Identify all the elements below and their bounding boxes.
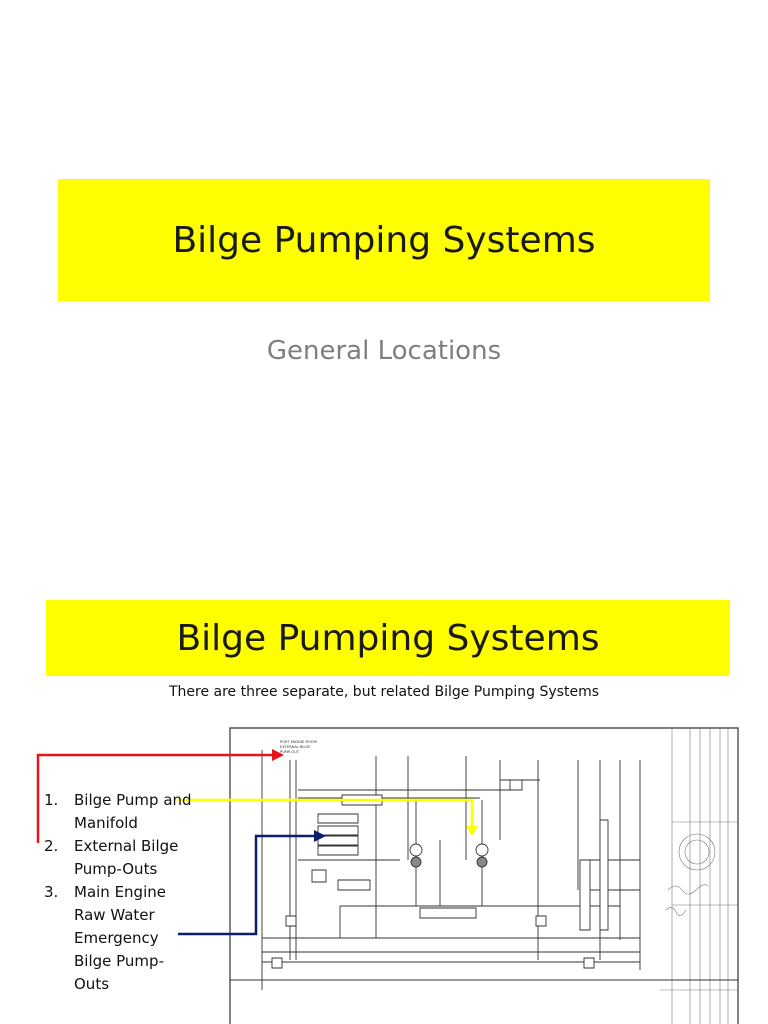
content-slide: Bilge Pumping Systems There are three se…	[0, 560, 768, 1024]
drawing-border	[230, 728, 738, 1024]
list-item: 1. Bilge Pump and Manifold	[44, 789, 194, 835]
svg-text:PUMP-OUT: PUMP-OUT	[280, 750, 300, 754]
list-label: Bilge Pump and Manifold	[74, 791, 192, 832]
drawing-fine-text: PORT ENGINE ROOM EXTERNAL BILGE PUMP-OUT	[280, 740, 317, 754]
title-slide: Bilge Pumping Systems General Locations	[58, 179, 710, 366]
list-number: 2.	[44, 837, 59, 855]
bilge-systems-list: 1. Bilge Pump and Manifold 2. External B…	[44, 789, 194, 996]
list-item: 3. Main Engine Raw Water Emergency Bilge…	[44, 881, 194, 996]
slide-subtitle: General Locations	[266, 336, 502, 366]
slide-caption: There are three separate, but related Bi…	[168, 684, 600, 700]
slide-title: Bilge Pumping Systems	[172, 219, 596, 261]
bilge-schematic-drawing: PORT ENGINE ROOM EXTERNAL BILGE PUMP-OUT	[0, 560, 768, 1024]
drawing-title-block	[660, 728, 738, 1024]
list-number: 3.	[44, 883, 59, 901]
svg-text:PORT ENGINE ROOM: PORT ENGINE ROOM	[280, 740, 317, 744]
list-item: 2. External Bilge Pump-Outs	[44, 835, 194, 881]
title-banner: Bilge Pumping Systems	[58, 179, 710, 301]
slide-title: Bilge Pumping Systems	[176, 617, 600, 659]
title-banner: Bilge Pumping Systems	[46, 600, 730, 676]
list-label: External Bilge Pump-Outs	[74, 837, 179, 878]
item2-arrow	[38, 755, 276, 843]
svg-text:EXTERNAL BILGE: EXTERNAL BILGE	[280, 745, 311, 749]
piping-components	[272, 780, 608, 968]
item3-arrowhead	[314, 830, 326, 842]
item1-arrow	[178, 800, 472, 828]
list-number: 1.	[44, 791, 59, 809]
item1-arrowhead	[466, 826, 478, 836]
item2-arrowhead	[272, 749, 284, 761]
list-label: Main Engine Raw Water Emergency Bilge Pu…	[74, 883, 166, 993]
item3-arrow	[178, 836, 318, 934]
